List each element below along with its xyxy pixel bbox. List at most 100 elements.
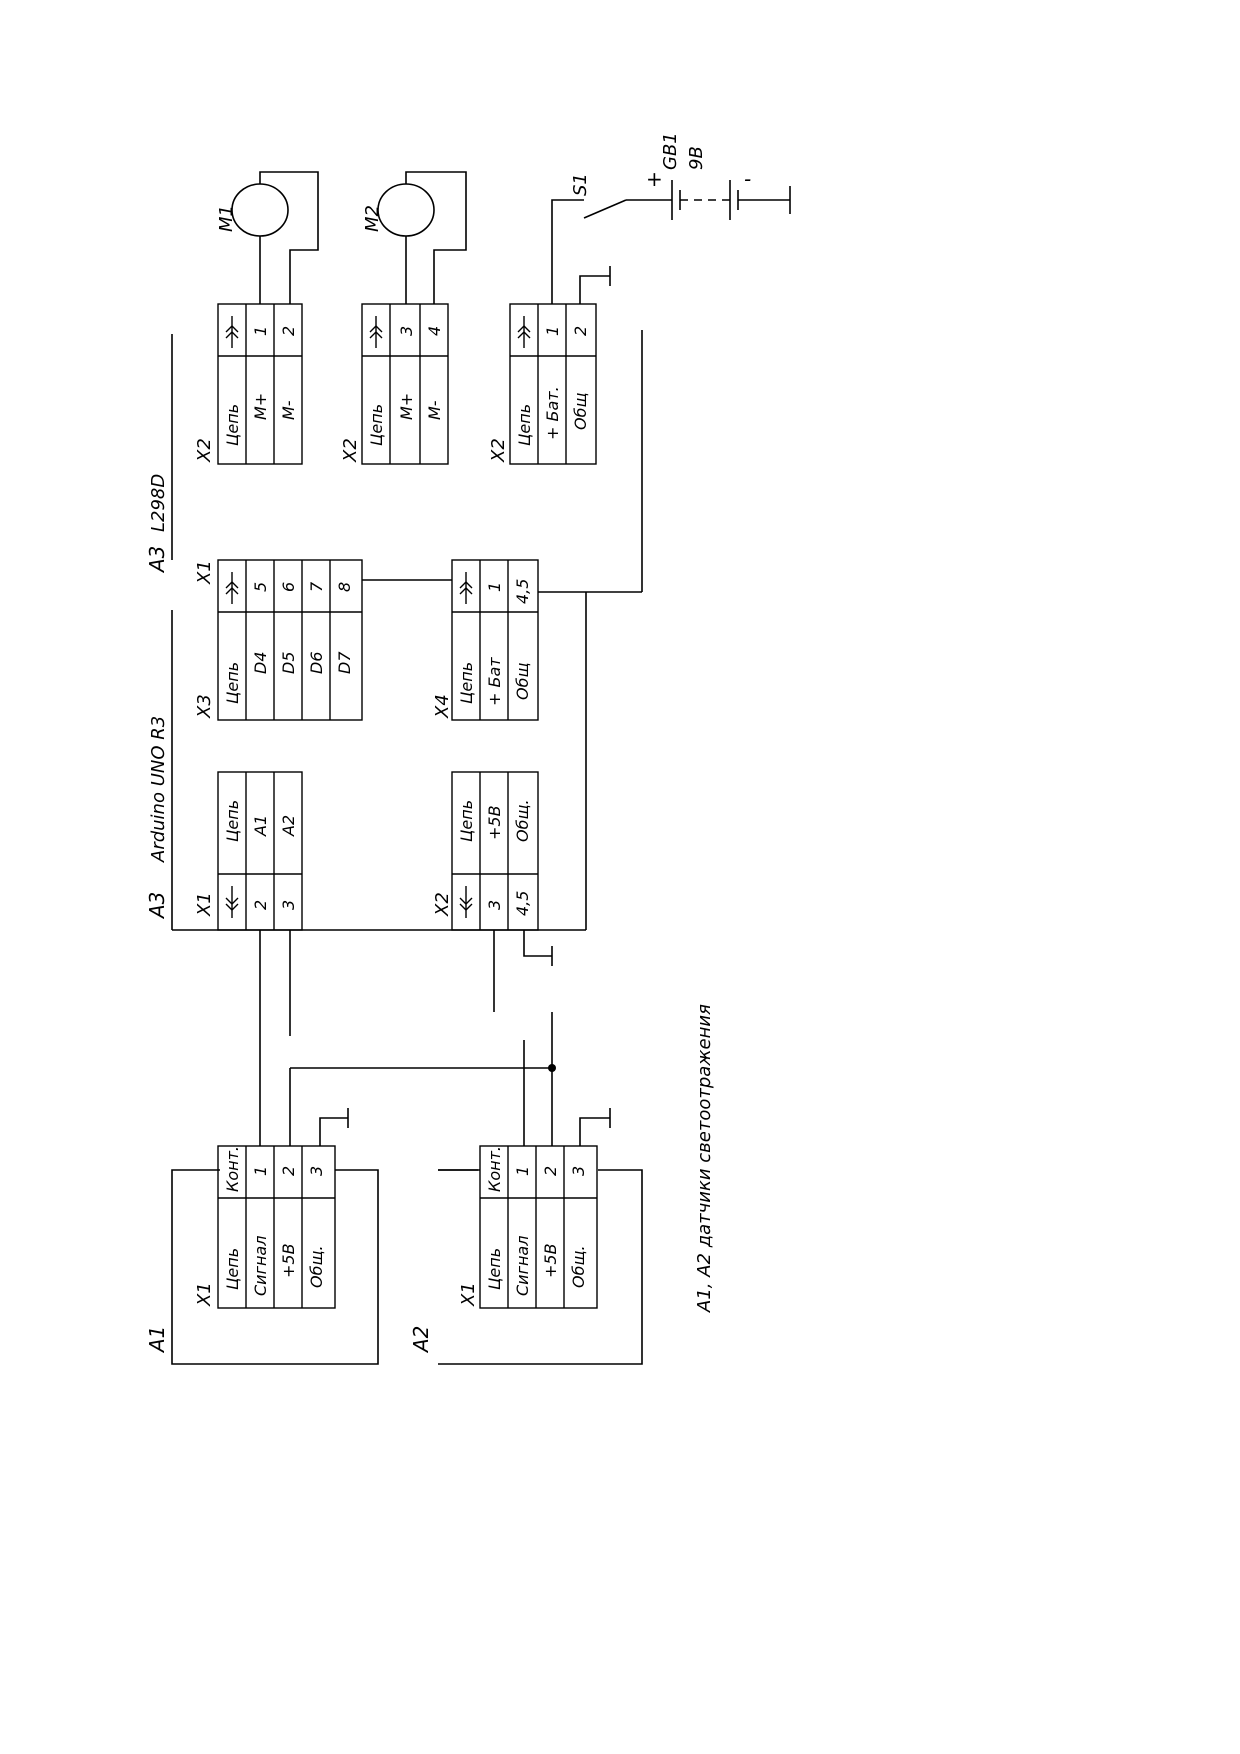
svg-text:Общ: Общ — [513, 662, 532, 700]
schematic-body: A1 X1 Цепь Конт. Сигнал 1 +5В 2 Общ. 3 — [145, 132, 791, 1365]
battery-gb1-voltage: 9В — [686, 146, 707, 170]
arduino-a3: A3 Arduino UNO R3 X1 X2 Цепь A1 2 A2 3 — [145, 716, 553, 966]
svg-text:1: 1 — [251, 1166, 270, 1176]
driver-a3-designator: A3 — [145, 546, 169, 574]
svg-text:7: 7 — [307, 581, 326, 592]
driver-x4-table: Цепь + Бат 1 Общ 4,5 — [451, 559, 539, 721]
battery-connector: X2 Цепь + Бат. 1 Общ 2 — [488, 266, 611, 465]
svg-text:Общ.: Общ. — [307, 1245, 326, 1288]
driver-l298d: A3 L298D X1 X3 X4 Цепь D4 5 D5 6 D6 — [145, 474, 539, 721]
svg-text:A2: A2 — [279, 815, 298, 837]
svg-text:M-: M- — [425, 400, 444, 420]
motor-m1-label: M1 — [216, 205, 237, 232]
wiring — [171, 330, 643, 1146]
svg-text:D5: D5 — [279, 652, 298, 675]
svg-text:2: 2 — [571, 326, 590, 336]
svg-text:4,5: 4,5 — [513, 579, 532, 604]
motor-m2: M2 — [362, 171, 467, 304]
motor-m1-symbol — [231, 183, 289, 237]
svg-text:1: 1 — [513, 1166, 532, 1176]
svg-text:Цепь: Цепь — [367, 404, 386, 446]
svg-text:M-: M- — [279, 400, 298, 420]
svg-text:+ Бат: + Бат — [485, 657, 504, 706]
motor-m2-symbol — [377, 183, 435, 237]
svg-text:3: 3 — [397, 326, 416, 336]
svg-text:2: 2 — [279, 326, 298, 336]
svg-text:1: 1 — [485, 582, 504, 592]
battery-gb1-label: GB1 — [660, 132, 681, 170]
sensor-a1-connector-label: X1 — [194, 1282, 215, 1307]
battery-minus-sign: - — [744, 167, 751, 191]
svg-text:1: 1 — [251, 326, 270, 336]
motor1-x2-label: X2 — [194, 438, 215, 463]
svg-text:+5В: +5В — [541, 1243, 560, 1278]
sensor-a2-connector-label: X1 — [458, 1282, 479, 1307]
motor2-connector: X2 Цепь M+ 3 M- 4 — [340, 303, 449, 465]
svg-text:M+: M+ — [251, 393, 270, 420]
driver-x4-label: X4 — [432, 694, 453, 719]
svg-text:Цепь: Цепь — [515, 404, 534, 446]
svg-text:Сигнал: Сигнал — [513, 1236, 532, 1296]
battery-plus-sign: + — [646, 167, 663, 191]
junction-dot — [548, 1064, 556, 1072]
switch-s1: S1 — [551, 173, 672, 304]
svg-text:Общ.: Общ. — [569, 1245, 588, 1288]
arduino-board-name: Arduino UNO R3 — [148, 716, 169, 863]
svg-text:Общ: Общ — [571, 392, 590, 430]
svg-text:+5В: +5В — [485, 805, 504, 840]
motor-m2-label: M2 — [362, 205, 383, 232]
svg-text:1: 1 — [543, 326, 562, 336]
svg-text:Цепь: Цепь — [457, 662, 476, 704]
battery-gb1: GB1 9В + - — [646, 132, 791, 220]
svg-text:6: 6 — [279, 582, 298, 592]
sensor-a1: A1 X1 Цепь Конт. Сигнал 1 +5В 2 Общ. 3 — [145, 1108, 379, 1365]
svg-text:D4: D4 — [251, 652, 270, 675]
svg-text:3: 3 — [569, 1166, 588, 1176]
svg-text:3: 3 — [485, 900, 504, 910]
svg-text:+5В: +5В — [279, 1243, 298, 1278]
sensor-a1-label: A1 — [145, 1326, 169, 1354]
driver-x1-label: X1 — [194, 560, 215, 585]
driver-x3-table: Цепь D4 5 D5 6 D6 7 D7 8 — [217, 559, 363, 721]
sensor-a2-table: Цепь Конт. Сигнал 1 +5В 2 Общ. 3 — [479, 1145, 598, 1309]
svg-text:A1: A1 — [251, 815, 270, 837]
arduino-x2-label: X2 — [432, 892, 453, 917]
motor-m1: M1 — [216, 171, 319, 304]
svg-text:2: 2 — [251, 900, 270, 910]
svg-text:4: 4 — [425, 326, 444, 336]
svg-text:+ Бат.: + Бат. — [543, 386, 562, 440]
svg-text:Цепь: Цепь — [223, 404, 242, 446]
arduino-x2-table: Цепь +5В 3 Общ. 4,5 — [451, 771, 539, 931]
svg-text:Цепь: Цепь — [223, 800, 242, 842]
switch-s1-label: S1 — [570, 173, 591, 196]
svg-text:M+: M+ — [397, 393, 416, 420]
svg-text:4,5: 4,5 — [513, 891, 532, 916]
sensor-a1-frame — [171, 1169, 379, 1365]
battery-x2-label: X2 — [488, 438, 509, 463]
arduino-x1-label: X1 — [194, 892, 215, 917]
svg-text:Конт.: Конт. — [485, 1146, 504, 1192]
svg-text:D7: D7 — [335, 651, 354, 674]
svg-text:2: 2 — [541, 1166, 560, 1176]
svg-text:Цепь: Цепь — [223, 1248, 242, 1290]
sensor-a2-label-text: A2 — [409, 1326, 433, 1354]
svg-text:3: 3 — [279, 900, 298, 910]
svg-text:Цепь: Цепь — [223, 662, 242, 704]
svg-text:3: 3 — [307, 1166, 326, 1176]
svg-text:Конт.: Конт. — [223, 1146, 242, 1192]
sensor-a1-table: Цепь Конт. Сигнал 1 +5В 2 Общ. 3 — [217, 1145, 336, 1309]
svg-text:Цепь: Цепь — [457, 800, 476, 842]
motor1-connector: X2 Цепь M+ 1 M- 2 — [194, 303, 303, 465]
sensor-a2: A1 A2 X1 Цепь Конт. Сигнал 1 +5В 2 Общ. … — [409, 1108, 643, 1365]
svg-text:D6: D6 — [307, 652, 326, 675]
svg-text:Общ.: Общ. — [513, 799, 532, 842]
motor2-x2-label: X2 — [340, 438, 361, 463]
arduino-x1-table: Цепь A1 2 A2 3 — [217, 771, 303, 931]
sensor-note: А1, А2 датчики светоотражения — [694, 1004, 715, 1313]
svg-text:8: 8 — [335, 582, 354, 592]
driver-name: L298D — [148, 474, 169, 532]
svg-text:Сигнал: Сигнал — [251, 1236, 270, 1296]
svg-text:2: 2 — [279, 1166, 298, 1176]
svg-text:5: 5 — [251, 582, 270, 592]
